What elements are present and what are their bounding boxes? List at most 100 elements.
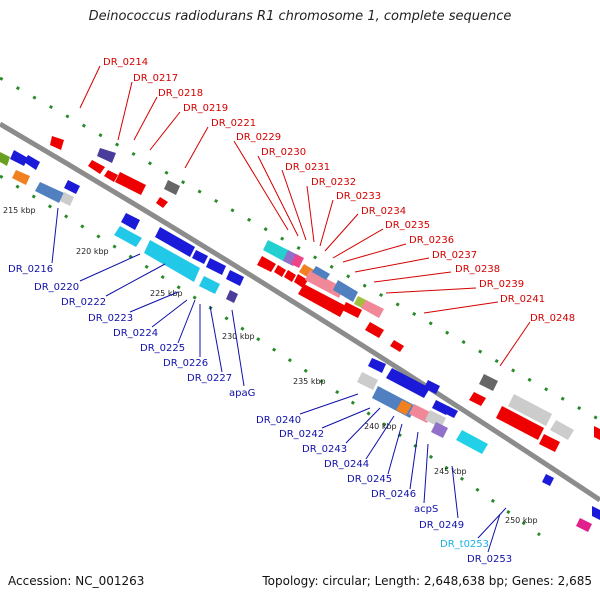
gene-arrow xyxy=(35,182,64,203)
reverse-leader-lines xyxy=(51,207,507,553)
gene-label[interactable]: DR_0221 xyxy=(211,118,256,129)
gene-arrow xyxy=(226,270,244,286)
gene-label[interactable]: DR_0241 xyxy=(500,294,545,305)
gene-arrow xyxy=(312,266,330,280)
gene-label[interactable]: DR_0237 xyxy=(432,250,477,261)
chromosome-backbone xyxy=(0,121,600,503)
forward-gene-labels: DR_0214 DR_0217 DR_0218 DR_0219 DR_0221 … xyxy=(103,57,575,324)
gene-label[interactable]: DR_0229 xyxy=(236,132,281,143)
gene-arrow xyxy=(274,265,286,277)
gene-label[interactable]: DR_0216 xyxy=(8,264,53,275)
inner-tick-track xyxy=(0,174,541,537)
gene-label[interactable]: DR_0240 xyxy=(256,415,301,426)
gene-arrow xyxy=(365,322,384,338)
gene-arrow xyxy=(444,406,458,418)
gene-arrow xyxy=(121,213,140,230)
gene-label[interactable]: DR_0219 xyxy=(183,103,228,114)
gene-label[interactable]: DR_0246 xyxy=(371,489,416,500)
scale-label: 245 kbp xyxy=(434,467,467,476)
gene-label[interactable]: DR_0217 xyxy=(133,73,178,84)
gene-arrow xyxy=(60,192,74,206)
gene-label[interactable]: DR_0218 xyxy=(158,88,203,99)
gene-arrow xyxy=(305,270,344,298)
gene-arrow xyxy=(257,256,276,272)
gene-label[interactable]: DR_0220 xyxy=(34,282,79,293)
forward-leader-lines xyxy=(79,65,531,367)
gene-label[interactable]: DR_0232 xyxy=(311,177,356,188)
gene-label[interactable]: DR_0222 xyxy=(61,297,106,308)
gene-arrow xyxy=(396,400,412,415)
gene-arrow xyxy=(539,434,560,452)
gene-arrow xyxy=(594,426,600,440)
gene-label[interactable]: acpS xyxy=(414,504,438,515)
gene-blocks xyxy=(0,136,600,532)
gene-label[interactable]: DR_0224 xyxy=(113,328,158,339)
genome-stats-text: Topology: circular; Length: 2,648,638 bp… xyxy=(262,574,592,588)
gene-label[interactable]: DR_0230 xyxy=(261,147,306,158)
gene-arrow xyxy=(10,150,28,166)
reverse-gene-labels: DR_0216 DR_0220 DR_0222 DR_0223 DR_0224 … xyxy=(8,264,512,565)
gene-arrow xyxy=(424,380,440,394)
gene-arrow xyxy=(456,430,488,454)
scale-label: 230 kbp xyxy=(222,332,255,341)
gene-label[interactable]: DR_0249 xyxy=(419,520,464,531)
gene-arrow xyxy=(386,368,430,398)
gene-arrow xyxy=(97,148,116,163)
gene-label[interactable]: DR_0243 xyxy=(302,444,347,455)
gene-arrow xyxy=(263,240,290,262)
gene-arrow xyxy=(508,394,552,426)
gene-label[interactable]: DR_0227 xyxy=(187,373,232,384)
gene-arrow xyxy=(479,374,498,391)
gene-arrow xyxy=(550,420,574,440)
gene-label[interactable]: DR_0253 xyxy=(467,554,512,565)
scale-label: 250 kbp xyxy=(505,516,538,525)
gene-label[interactable]: DR_0233 xyxy=(336,191,381,202)
gene-arrow xyxy=(199,276,220,294)
gene-arrow xyxy=(164,180,180,195)
gene-arrow xyxy=(298,284,346,317)
gene-label[interactable]: DR_0238 xyxy=(455,264,500,275)
gene-arrow xyxy=(361,300,384,318)
gene-label[interactable]: DR_0236 xyxy=(409,235,454,246)
gene-arrow xyxy=(431,422,448,438)
gene-label[interactable]: apaG xyxy=(229,388,255,399)
gene-label[interactable]: DR_0248 xyxy=(530,313,575,324)
gene-label[interactable]: DR_0245 xyxy=(347,474,392,485)
gene-arrow xyxy=(114,226,142,247)
gene-label[interactable]: DR_0234 xyxy=(361,206,406,217)
gene-label[interactable]: DR_0231 xyxy=(285,162,330,173)
gene-label[interactable]: DR_0242 xyxy=(279,429,324,440)
gene-label[interactable]: DR_0235 xyxy=(385,220,430,231)
gene-arrow xyxy=(542,474,554,486)
gene-arrow xyxy=(88,160,105,174)
scale-label: 220 kbp xyxy=(76,247,109,256)
gene-arrow xyxy=(592,506,600,520)
gene-arrow xyxy=(342,302,362,318)
gene-arrow xyxy=(333,280,358,302)
gene-arrow xyxy=(357,372,378,390)
scale-label: 240 kbp xyxy=(364,422,397,431)
gene-arrow xyxy=(368,358,386,373)
gene-arrow xyxy=(192,250,208,264)
gene-label[interactable]: DR_t0253 xyxy=(440,539,489,550)
gene-arrow xyxy=(115,172,146,195)
gene-arrow xyxy=(576,518,592,532)
gene-label[interactable]: DR_0226 xyxy=(163,358,208,369)
gene-label[interactable]: DR_0244 xyxy=(324,459,369,470)
gene-label[interactable]: DR_0223 xyxy=(88,313,133,324)
gene-arrow xyxy=(469,392,486,406)
gene-arrow xyxy=(24,155,40,170)
gene-arrow xyxy=(390,340,404,352)
gene-label[interactable]: DR_0225 xyxy=(140,343,185,354)
gene-arrow xyxy=(284,270,296,282)
gene-arrow xyxy=(50,136,64,150)
gene-arrow xyxy=(226,290,238,303)
scale-label: 225 kbp xyxy=(150,289,183,298)
gene-label[interactable]: DR_0239 xyxy=(479,279,524,290)
gene-arrow xyxy=(206,258,226,275)
gene-arrow xyxy=(425,410,446,428)
gene-arrow xyxy=(64,180,80,194)
gene-label[interactable]: DR_0214 xyxy=(103,57,148,68)
gene-arrow xyxy=(0,152,10,166)
